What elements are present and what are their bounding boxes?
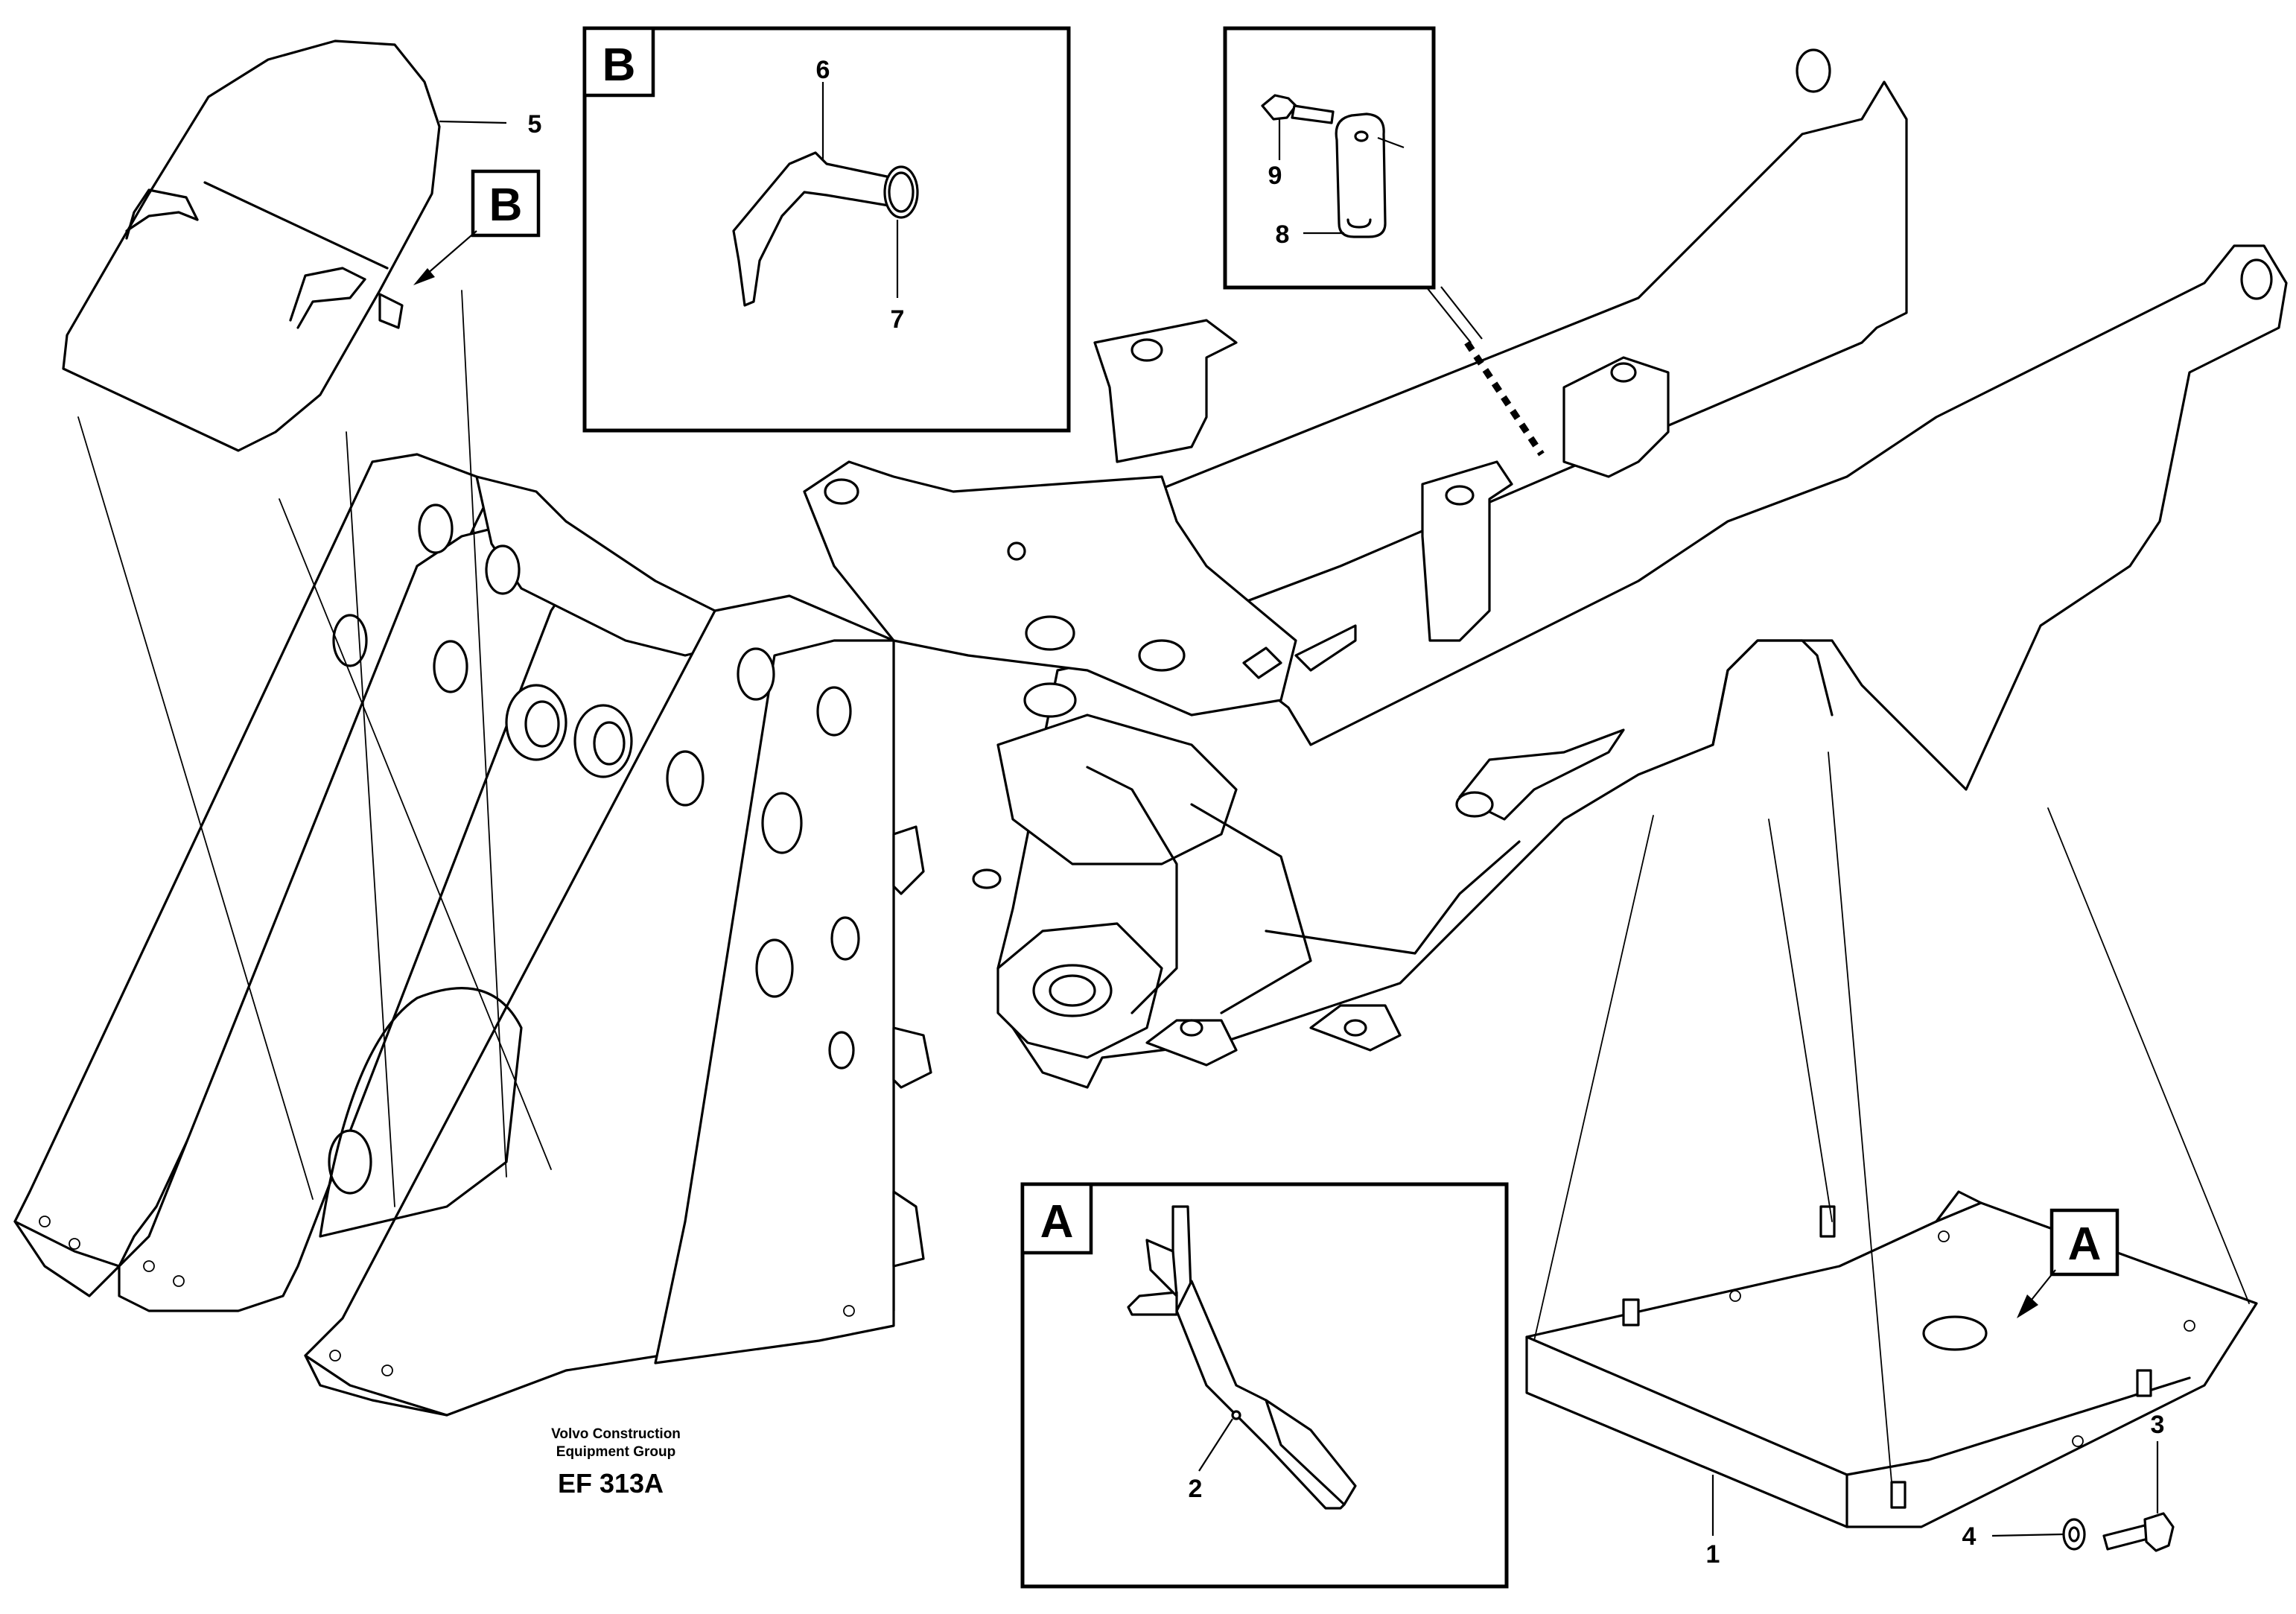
label-4: 4 (1962, 1522, 1977, 1551)
callout-a-label: A (2068, 1219, 2102, 1270)
inset-a-label: A (1040, 1196, 1074, 1248)
callout-a: A (2017, 1208, 2119, 1318)
inset-b-label: B (602, 39, 636, 91)
label-3: 3 (2151, 1411, 2165, 1439)
label-8: 8 (1276, 220, 1290, 249)
label-7: 7 (891, 305, 905, 334)
credit-line-1: Volvo Construction (551, 1426, 681, 1442)
label-2: 2 (1189, 1475, 1203, 1503)
rear-frame (803, 48, 2288, 1089)
label-9: 9 (1268, 162, 1282, 190)
label-6: 6 (816, 56, 830, 84)
label-5: 5 (528, 110, 542, 139)
bottom-plate (1525, 1190, 2258, 1528)
detail-leader-dashed (1464, 340, 1545, 457)
detail-inset-a: A 2 (1020, 1182, 1509, 1589)
fastener-group: 4 3 (1962, 1411, 2175, 1552)
callout-b: B (413, 169, 541, 285)
cover-plate (62, 39, 441, 452)
detail-inset-b: B 6 7 (582, 26, 1071, 433)
credit-line-2: Equipment Group (556, 1444, 675, 1460)
callout-b-label: B (489, 179, 523, 231)
front-frame (13, 453, 932, 1417)
projection-lines (77, 290, 2250, 1483)
figure-code: EF 313A (558, 1468, 664, 1499)
label-1: 1 (1706, 1540, 1720, 1569)
detail-inset-link: 9 8 (1223, 26, 1436, 290)
